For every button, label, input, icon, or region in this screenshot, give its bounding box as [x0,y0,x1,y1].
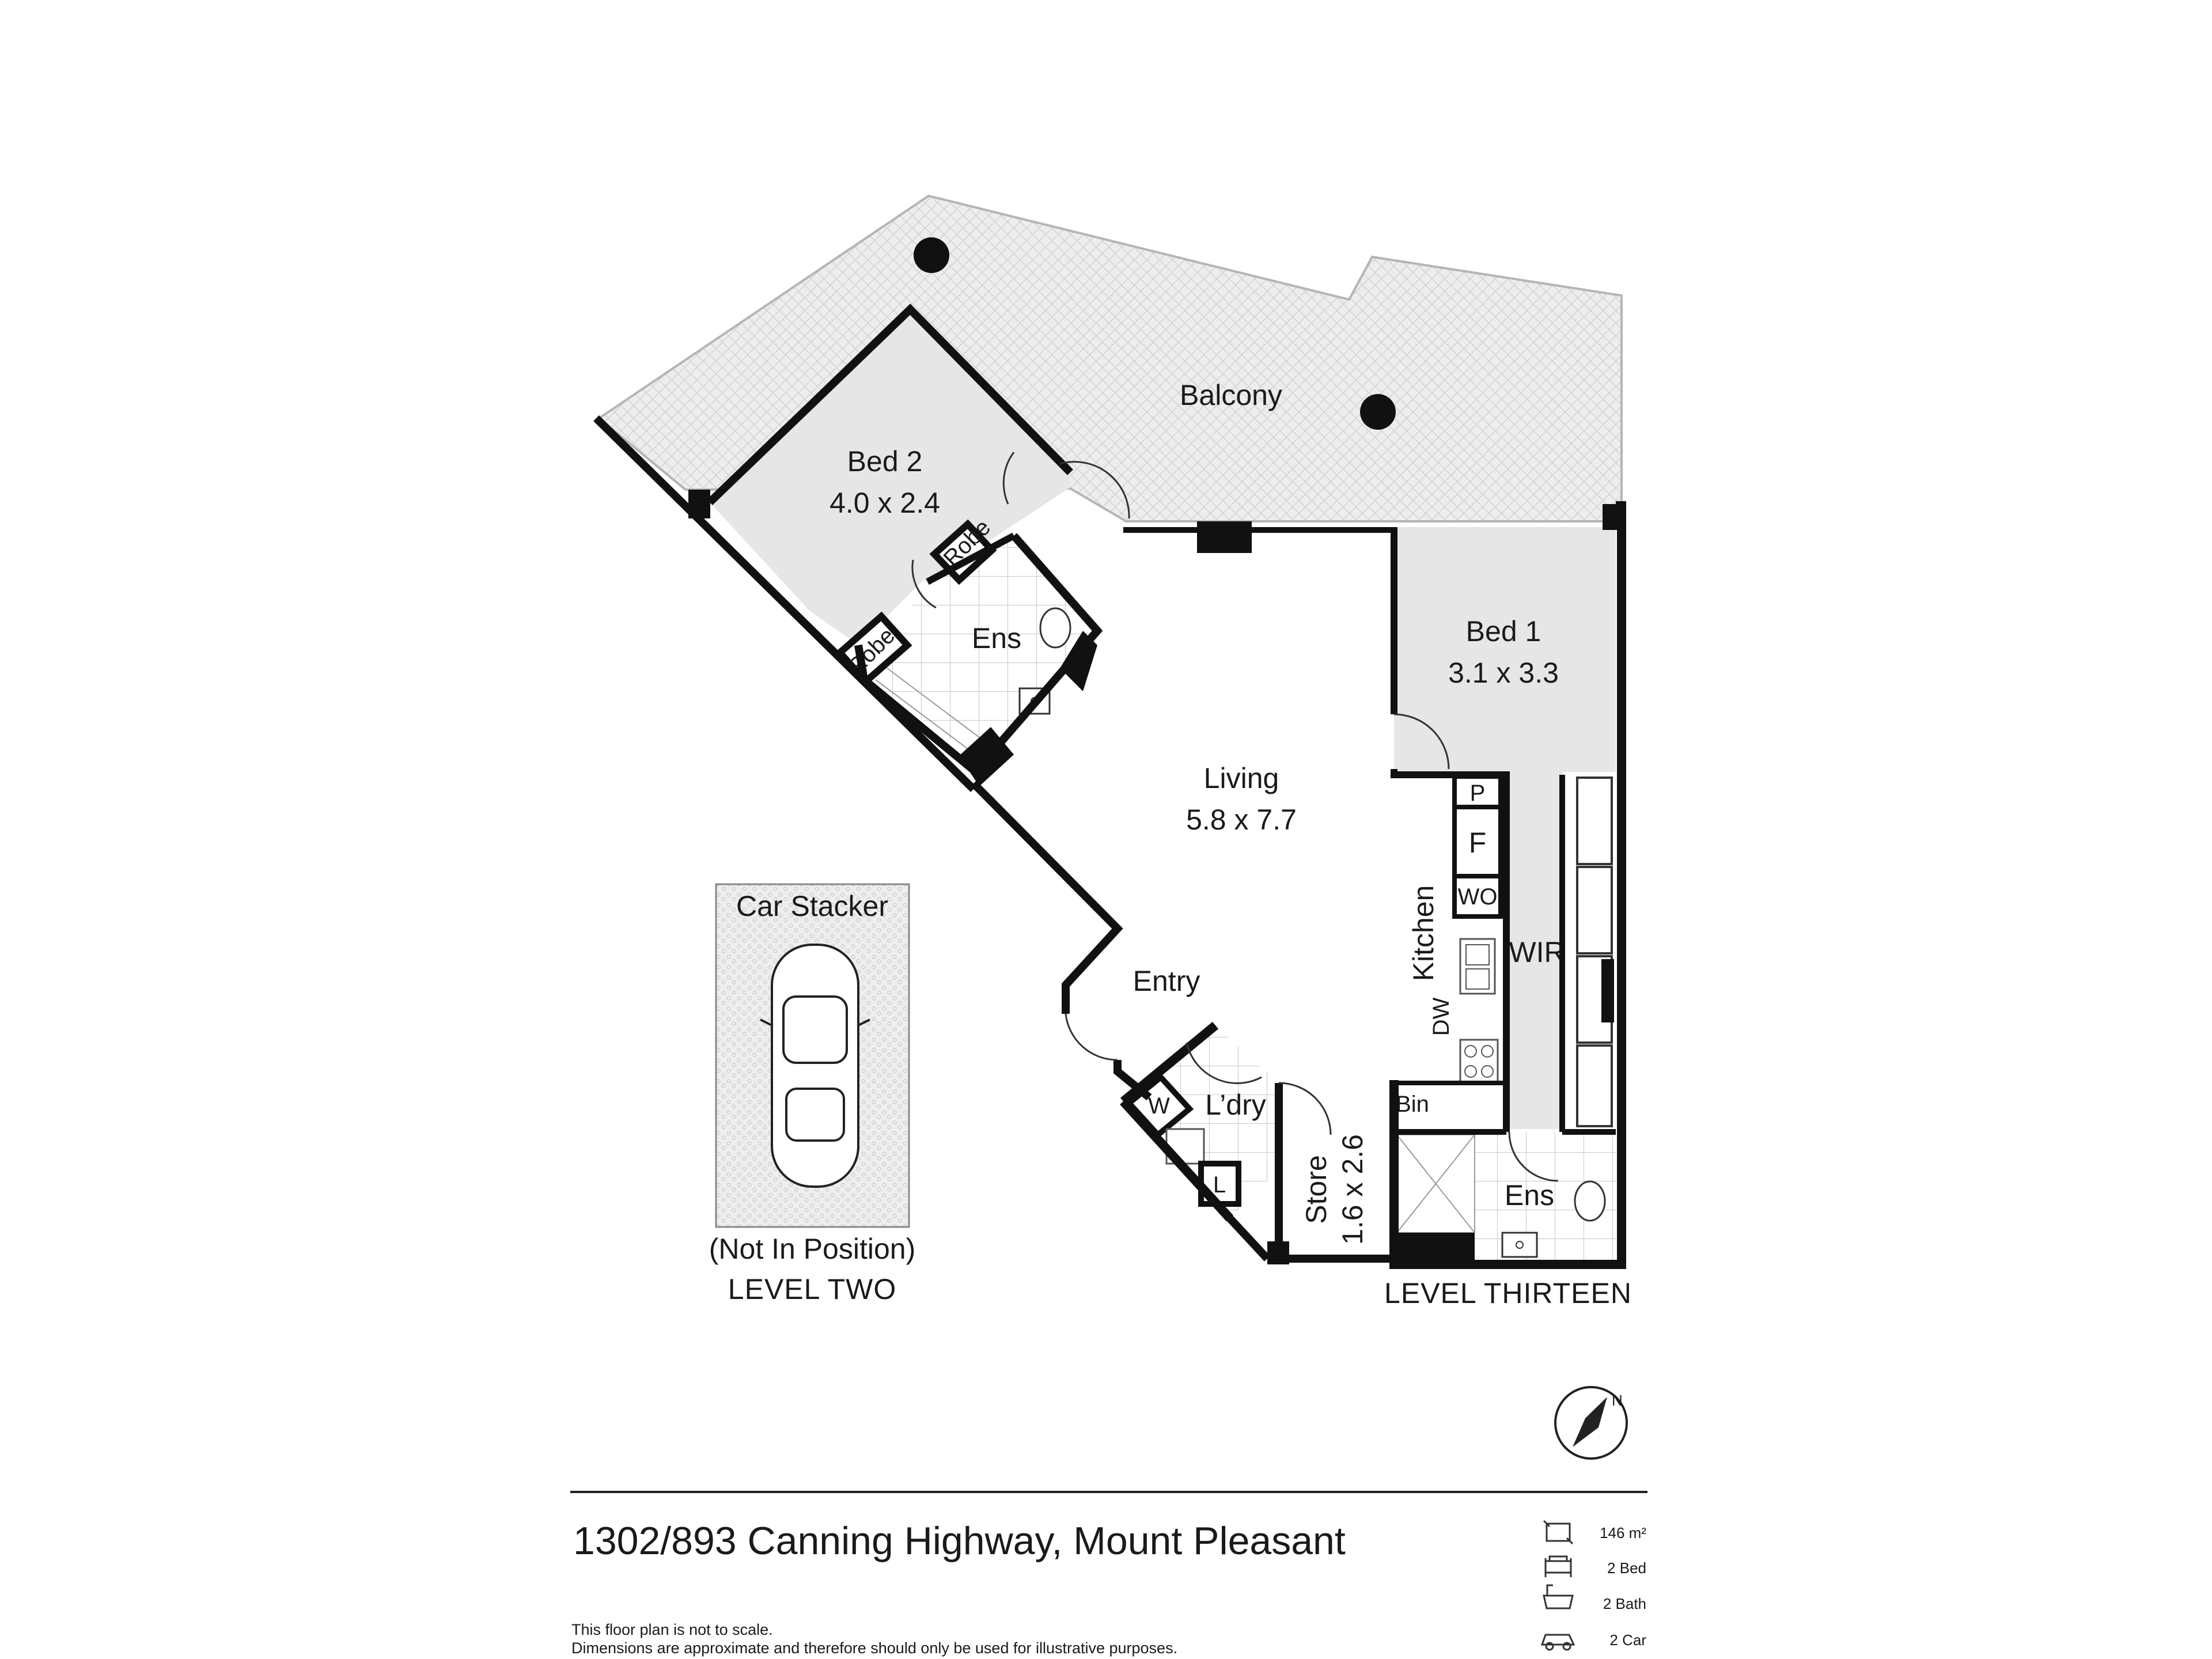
wall-block [1603,504,1623,530]
bed-1-label: Bed 1 [1466,615,1541,647]
living-size: 5.8 x 7.7 [1186,804,1297,836]
wall-block [1267,1241,1289,1264]
fridge-label: F [1469,827,1487,859]
car-note: (Not In Position) [709,1233,915,1265]
column-right [1360,394,1396,430]
area-value: 146 m² [1600,1524,1646,1541]
bin-label: Bin [1396,1092,1429,1117]
wall-block [959,727,1014,786]
kitchen-label: Kitchen [1407,885,1440,982]
stats: 146 m² 2 Bed 2 Bath 2 Car [1540,1520,1646,1651]
address-title: 1302/893 Canning Highway, Mount Pleasant [573,1519,1346,1563]
linen-label: L [1213,1172,1226,1198]
wir-label: WIR [1509,936,1565,968]
car-count-icon [1540,1634,1575,1651]
level-thirteen-label: LEVEL THIRTEEN [1384,1277,1632,1309]
bed-2: Bed 2 4.0 x 2.4 [710,309,1070,645]
bed-2-label: Bed 2 [847,445,923,478]
wall-block [688,490,710,518]
wall-block [1394,1233,1475,1264]
wall-block [1197,521,1252,553]
ensuite-bed-2-label: Ens [972,622,1021,654]
entry-label: Entry [1133,965,1200,997]
dishwasher-label: DW [1429,997,1454,1036]
bed-count: 2 Bed [1607,1559,1646,1577]
bed-2-size: 4.0 x 2.4 [830,487,940,519]
ensuite-bed-1: Ens [1394,1132,1616,1262]
bath-count: 2 Bath [1603,1595,1646,1612]
area-icon [1543,1520,1574,1545]
wall-oven-label: WO [1458,884,1498,910]
compass: N [1554,1386,1628,1460]
pantry-label: P [1470,781,1486,806]
car-stacker-label: Car Stacker [736,890,888,922]
store-size: 1.6 x 2.6 [1336,1134,1369,1245]
washer-label: W [1148,1093,1170,1119]
disclaimer-line-2: Dimensions are approximate and therefore… [571,1639,1177,1657]
store-label: Store [1300,1155,1332,1224]
wall-block [1060,631,1097,691]
disclaimer-line-1: This floor plan is not to scale. [571,1621,773,1638]
bed-icon [1544,1555,1572,1577]
balcony-label: Balcony [1180,379,1282,411]
ensuite-bed-2: Ens [864,536,1097,759]
ensuite-bed-1-label: Ens [1505,1179,1554,1211]
car-count: 2 Car [1609,1631,1646,1649]
doors [911,452,1559,1182]
store: Store 1.6 x 2.6 [1300,1134,1369,1245]
bed-1: Bed 1 3.1 x 3.3 [1394,527,1616,1129]
north-icon: N [1612,1392,1623,1409]
robe-lower: Robe [835,611,912,687]
kitchen-appliances: P F WO DW Bin [1396,774,1503,1117]
column-left [914,237,949,273]
living-label: Living [1204,762,1279,794]
level-two-label: LEVEL TWO [728,1273,896,1305]
bed-1-size: 3.1 x 3.3 [1448,657,1559,689]
car-icon [760,944,870,1188]
bath-icon [1543,1584,1574,1609]
wall-block [1601,959,1614,1022]
car-stacker: Car Stacker (Not In Position) LEVEL TWO [709,883,915,1305]
laundry-label: L’dry [1205,1089,1266,1121]
